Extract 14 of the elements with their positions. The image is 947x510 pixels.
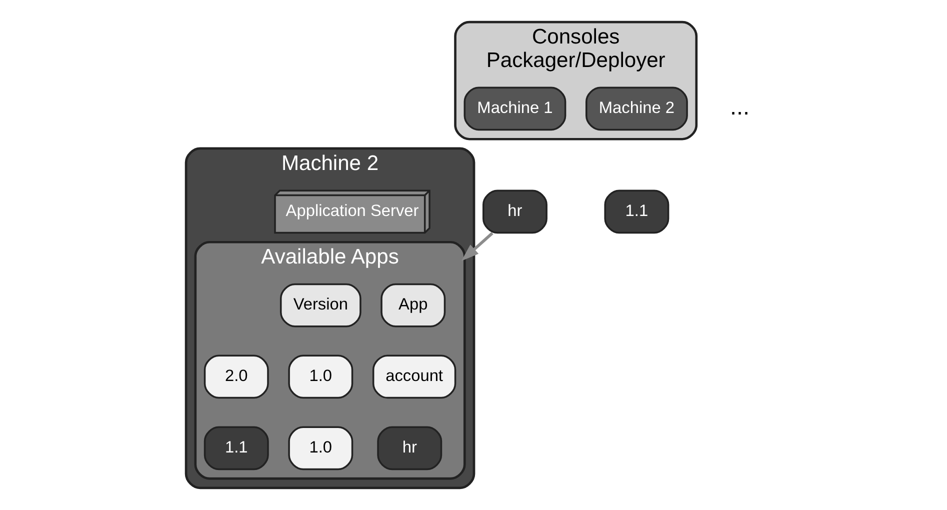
node-box: App bbox=[380, 283, 446, 328]
node-box: hr bbox=[482, 190, 547, 234]
arrow bbox=[460, 232, 493, 261]
label: ... bbox=[729, 94, 749, 120]
node-box: Machine 1 bbox=[463, 86, 566, 131]
node-box: 1.0 bbox=[288, 426, 353, 470]
node-box: account bbox=[372, 354, 456, 399]
node-box: hr bbox=[376, 426, 442, 470]
node-box: 1.1 bbox=[203, 426, 268, 470]
node-box: 2.0 bbox=[203, 354, 268, 399]
node-box: Version bbox=[279, 283, 361, 328]
node-box: 1.0 bbox=[288, 354, 353, 399]
node-box: 1.1 bbox=[604, 190, 669, 234]
node-box: Machine 2 bbox=[585, 86, 688, 131]
